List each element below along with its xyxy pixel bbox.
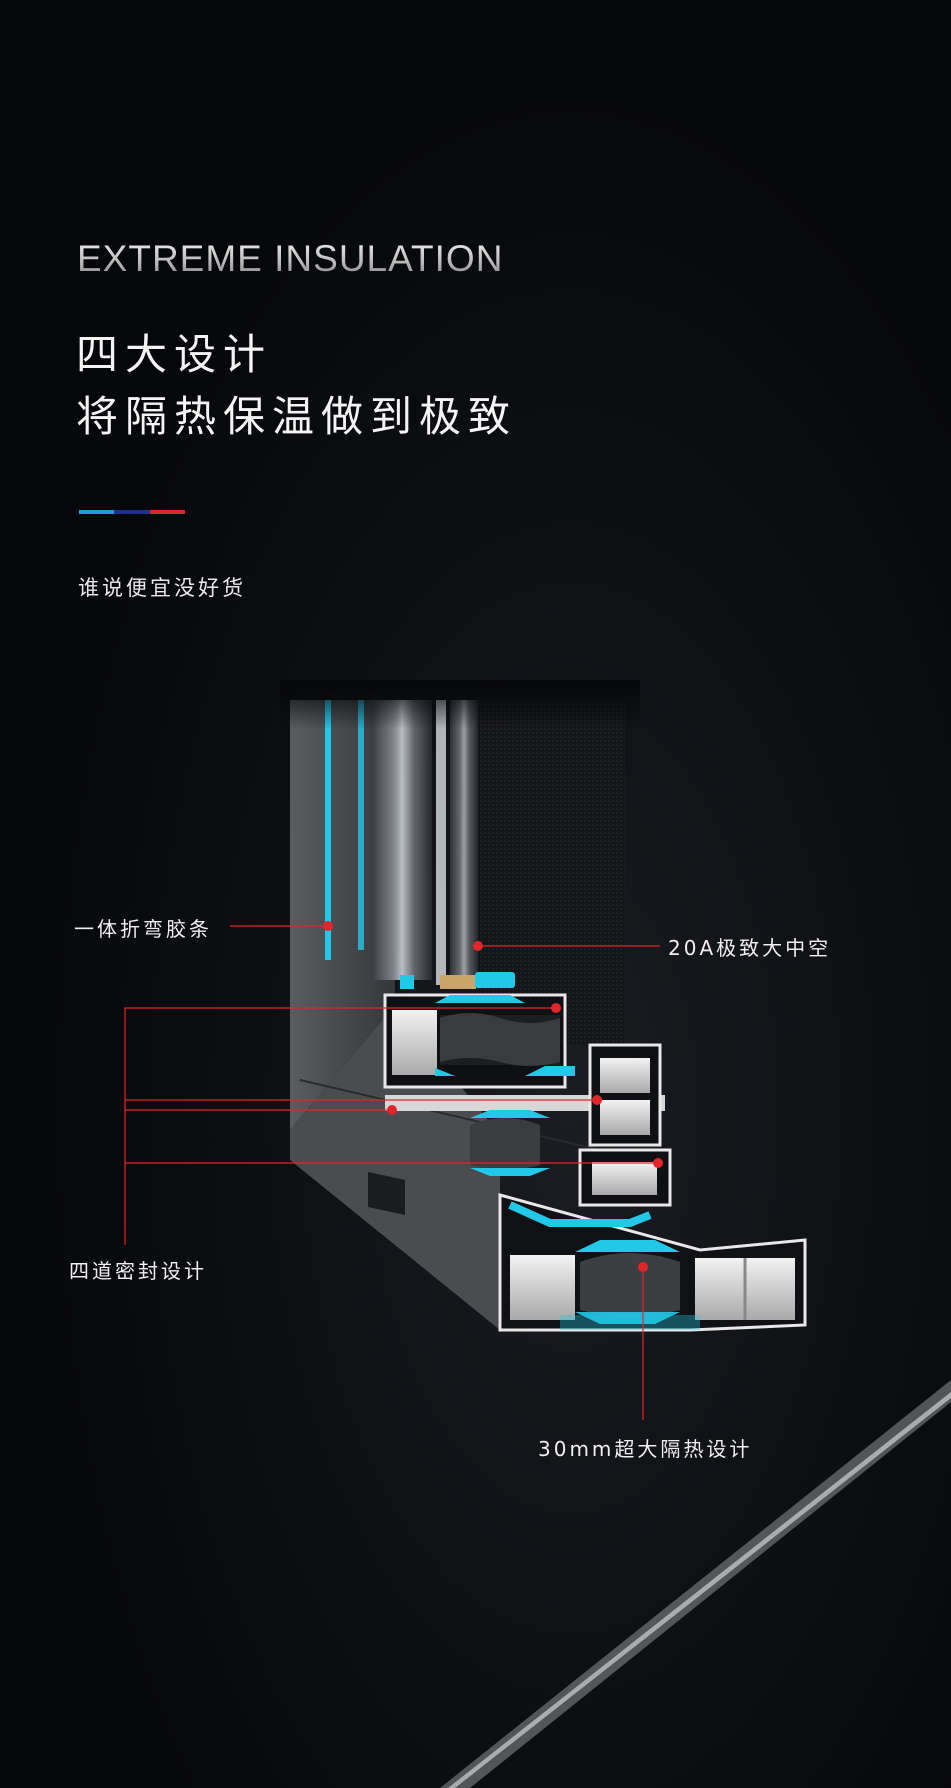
headline-line-2: 将隔热保温做到极致 [76,392,518,441]
drain-slot [368,1172,405,1215]
marker-dot-seal-2 [592,1095,602,1105]
subtitle: 谁说便宜没好货 [78,576,246,600]
english-headline: EXTREME INSULATION [77,238,504,279]
marker-dot-thermal-break [638,1262,648,1272]
marker-dots [323,921,663,1272]
headline-line-1: 四大设计 [76,330,273,379]
diagonal-light-stripe [440,1380,951,1788]
foam-core-upper [440,1013,560,1066]
marker-dot-hollow [473,941,483,951]
foam-core-lower [580,1253,680,1317]
gasket-strip-vertical [325,700,331,960]
tricolor-divider [79,510,185,514]
marker-dot-gasket [323,921,333,931]
callout-hollow: 20A极致大中空 [668,936,832,960]
glass-pane-spacer [436,700,446,985]
marker-dot-seal-3 [387,1105,397,1115]
outer-frame-profile [498,1193,807,1332]
callout-thermal-break: 30mm超大隔热设计 [538,1437,753,1461]
callout-seals: 四道密封设计 [69,1259,207,1283]
marker-dot-seal-1 [551,1003,561,1013]
divider-segment-red [149,510,185,514]
desiccant-spacer [440,975,476,989]
foam-core-middle [470,1118,540,1170]
divider-segment-blue [79,510,115,514]
leader-lines [124,925,660,1420]
mid-frame-profile [385,1043,672,1207]
sash-profile [383,972,575,1089]
callout-gasket: 一体折弯胶条 [74,917,212,941]
marker-dot-seal-4 [653,1158,663,1168]
divider-segment-navy [114,510,150,514]
